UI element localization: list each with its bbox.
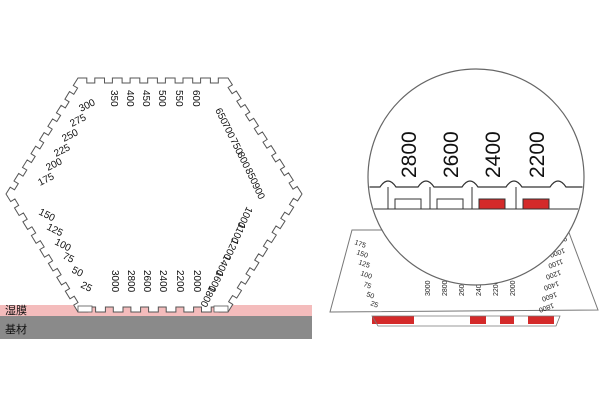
gauge-label-lower-left-edge: 75 <box>61 251 76 266</box>
perspective-label-right: 1800 <box>538 301 555 313</box>
zoom-label: 2400 <box>482 131 505 178</box>
magnified-view: 2800 2600 2400 2200 <box>367 68 585 286</box>
perspective-label-right: 1200 <box>545 268 562 280</box>
wet-contact-mark <box>528 316 554 324</box>
gauge-foot <box>77 305 93 313</box>
wet-contact-mark <box>500 316 514 324</box>
perspective-label-left: 150 <box>355 249 368 260</box>
zoom-label: 2600 <box>440 131 463 178</box>
gauge-label-bottom-edge: 2600 <box>141 270 152 293</box>
perspective-label-left: 25 <box>369 300 379 309</box>
perspective-label-right: 1000 <box>549 246 566 258</box>
wet-film-label: 湿膜 <box>5 304 27 317</box>
gauge-label-bottom-edge: 3000 <box>109 270 120 293</box>
perspective-label-left: 100 <box>359 270 372 281</box>
perspective-label-left: 125 <box>357 259 370 270</box>
gauge-label-top-edge: 350 <box>108 90 119 107</box>
gauge-label-bottom-edge: 2200 <box>174 270 185 293</box>
perspective-label-bottom: 2800 <box>442 280 449 296</box>
dry-tooth <box>436 198 464 210</box>
gauge-label-top-edge: 550 <box>173 90 184 107</box>
perspective-label-left: 75 <box>362 281 372 290</box>
perspective-label-bottom: 2400 <box>476 280 483 296</box>
perspective-label-bottom: 2200 <box>493 280 500 296</box>
perspective-label-right: 1100 <box>547 257 564 269</box>
gauge-label-bottom-edge: 2400 <box>157 270 168 293</box>
perspective-label-bottom: 2000 <box>510 280 517 296</box>
gauge-label-lower-left-edge: 25 <box>79 280 94 295</box>
wet-tooth <box>478 198 506 210</box>
perspective-label-left: 50 <box>365 291 375 300</box>
magnifier-circle <box>367 68 585 286</box>
wet-tooth <box>522 198 550 210</box>
zoom-label: 2800 <box>398 131 421 178</box>
wet-contact-mark <box>470 316 486 324</box>
gauge-label-top-edge: 600 <box>190 90 201 107</box>
gauge-label-bottom-edge: 2800 <box>125 270 136 293</box>
substrate-layer <box>0 316 312 339</box>
wet-contact-mark <box>372 316 414 324</box>
perspective-label-bottom: 3000 <box>425 280 432 296</box>
perspective-label-right: 1600 <box>541 290 558 302</box>
substrate-label: 基材 <box>5 322 27 336</box>
perspective-gauge-base <box>371 315 561 327</box>
perspective-label-left: 175 <box>353 239 366 250</box>
perspective-label-right: 1400 <box>543 279 560 291</box>
comb-edge <box>369 180 583 188</box>
gauge-label-bottom-edge: 2000 <box>191 270 202 293</box>
gauge-label-top-edge: 450 <box>140 90 151 107</box>
gauge-foot <box>213 305 229 313</box>
gauge-label-top-edge: 400 <box>124 90 135 107</box>
gauge-label-top-edge: 500 <box>156 90 167 107</box>
dry-tooth <box>394 198 422 210</box>
perspective-label-bottom: 2600 <box>459 280 466 296</box>
zoom-label: 2200 <box>526 131 549 178</box>
gauge-label-lower-left-edge: 50 <box>70 265 85 280</box>
